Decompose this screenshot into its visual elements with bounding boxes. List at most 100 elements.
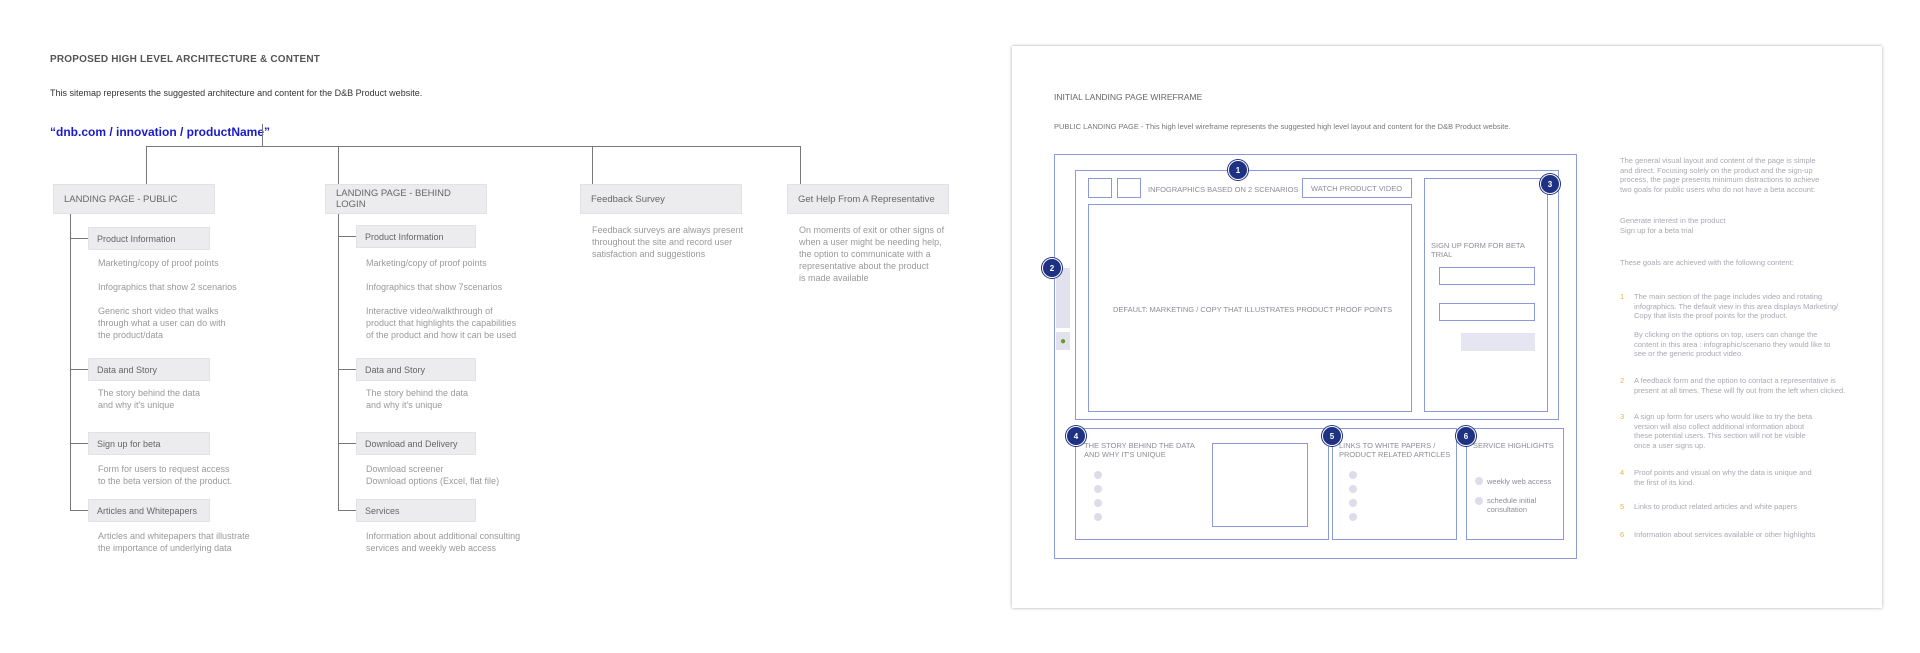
- node-product-information: Product Information: [88, 227, 210, 250]
- badge-6: 6: [1456, 426, 1476, 446]
- node-note: Feedback surveys are always present thro…: [592, 225, 744, 259]
- bullet-dot: [1349, 499, 1357, 507]
- representative-tab[interactable]: ●: [1056, 332, 1070, 350]
- service-item: weekly web access: [1487, 477, 1552, 486]
- bullet-dot: [1475, 497, 1483, 505]
- node-note: Marketing/copy of proof points: [366, 258, 487, 268]
- node-note: Interactive video/walkthrough of product…: [366, 306, 517, 340]
- connector: [146, 146, 800, 147]
- feedback-survey-node: Feedback Survey: [580, 184, 742, 214]
- page-frame: [1054, 154, 1577, 559]
- node-data-and-story: Data and Story: [356, 358, 476, 381]
- root-url: “dnb.com / innovation / productName”: [50, 125, 271, 139]
- node-note: Marketing/copy of proof points: [98, 258, 219, 268]
- goals: Generate interest in the product Sign up…: [1620, 216, 1726, 235]
- user-icon: ●: [1059, 335, 1067, 347]
- node-data-and-story: Data and Story: [88, 358, 210, 381]
- connector: [338, 443, 356, 444]
- connector: [70, 510, 88, 511]
- node-services: Services: [356, 499, 476, 522]
- node-note: On moments of exit or other signs of whe…: [799, 225, 945, 283]
- connector: [262, 124, 263, 146]
- connector: [70, 238, 88, 239]
- bullet-dot: [1094, 485, 1102, 493]
- scenario-button-1[interactable]: [1088, 178, 1112, 198]
- connector: [70, 369, 88, 370]
- badge-2: 2: [1042, 258, 1062, 278]
- feedback-tab[interactable]: [1056, 268, 1070, 328]
- get-help-node: Get Help From A Representative: [787, 184, 949, 214]
- point-text: Information about services available or …: [1634, 530, 1816, 539]
- connector: [146, 146, 147, 184]
- landing-behind-login-node: LANDING PAGE - BEHIND LOGIN: [325, 184, 487, 214]
- node-note: Articles and whitepapers that illustrate…: [98, 531, 250, 553]
- node-download-delivery: Download and Delivery: [356, 432, 476, 455]
- point-text: By clicking on the options on top, users…: [1634, 330, 1831, 358]
- point-text: The main section of the page includes vi…: [1634, 292, 1839, 320]
- point-number: 5: [1620, 502, 1625, 511]
- bullet-dot: [1094, 499, 1102, 507]
- bullet-dot: [1475, 477, 1483, 485]
- connector: [70, 443, 88, 444]
- watch-video-button[interactable]: WATCH PRODUCT VIDEO: [1302, 178, 1412, 198]
- point-text: A feedback form and the option to contac…: [1634, 376, 1846, 395]
- signup-input-1[interactable]: [1439, 267, 1535, 285]
- infographics-label: INFOGRAPHICS BASED ON 2 SCENARIOS: [1148, 185, 1299, 194]
- connector: [70, 214, 71, 510]
- node-note: Information about additional consulting …: [366, 531, 521, 553]
- node-note: Generic short video that walks through w…: [98, 306, 226, 340]
- main-content-area: DEFAULT: MARKETING / COPY THAT ILLUSTRAT…: [1088, 204, 1412, 412]
- links-section: LINKS TO WHITE PAPERS / PRODUCT RELATED …: [1332, 428, 1457, 540]
- watch-video-label: WATCH PRODUCT VIDEO: [1311, 184, 1403, 193]
- main-content-label: DEFAULT: MARKETING / COPY THAT ILLUSTRAT…: [1113, 305, 1393, 314]
- signup-label: SIGN UP FORM FOR BETA TRIAL: [1431, 241, 1525, 259]
- hero-section: [1075, 170, 1559, 420]
- connector: [338, 146, 339, 184]
- node-note: The story behind the data and why it's u…: [366, 388, 469, 410]
- connector: [338, 369, 356, 370]
- links-label: LINKS TO WHITE PAPERS / PRODUCT RELATED …: [1339, 441, 1451, 459]
- badge-4: 4: [1066, 426, 1086, 446]
- node-articles-whitepapers: Articles and Whitepapers: [88, 499, 210, 522]
- bullet-dot: [1094, 471, 1102, 479]
- bullet-dot: [1349, 471, 1357, 479]
- point-number: 4: [1620, 468, 1625, 477]
- node-note: Form for users to request access to the …: [98, 464, 233, 486]
- wireframe-subtitle: PUBLIC LANDING PAGE - This high level wi…: [1054, 122, 1511, 131]
- story-section: THE STORY BEHIND THE DATA AND WHY IT'S U…: [1075, 428, 1329, 540]
- wireframe-title: INITIAL LANDING PAGE WIREFRAME: [1054, 92, 1203, 102]
- node-note: The story behind the data and why it's u…: [98, 388, 201, 410]
- bullet-dot: [1094, 513, 1102, 521]
- node-note: Download screener Download options (Exce…: [366, 464, 500, 486]
- bullet-dot: [1349, 513, 1357, 521]
- scenario-button-2[interactable]: [1117, 178, 1141, 198]
- achieved: These goals are achieved with the follow…: [1620, 258, 1794, 267]
- sitemap-title: PROPOSED HIGH LEVEL ARCHITECTURE & CONTE…: [50, 54, 321, 65]
- service-section: SERVICE HIGHLIGHTS weekly web access sch…: [1466, 428, 1564, 540]
- landing-public-node: LANDING PAGE - PUBLIC: [53, 184, 215, 214]
- node-note: Infographics that show 7scenarios: [366, 282, 503, 292]
- node-sign-up-for-beta: Sign up for beta: [88, 432, 210, 455]
- bullet-dot: [1349, 485, 1357, 493]
- badge-5: 5: [1322, 426, 1342, 446]
- signup-submit-button[interactable]: [1461, 333, 1535, 351]
- signup-input-2[interactable]: [1439, 303, 1535, 321]
- node-note: Infographics that show 2 scenarios: [98, 282, 237, 292]
- point-text: Proof points and visual on why the data …: [1634, 468, 1812, 487]
- point-text: Links to product related articles and wh…: [1634, 502, 1798, 511]
- badge-3: 3: [1540, 174, 1560, 194]
- wireframe-panel: INITIAL LANDING PAGE WIREFRAME PUBLIC LA…: [1012, 46, 1882, 608]
- story-image-placeholder: [1212, 443, 1308, 527]
- point-number: 6: [1620, 530, 1625, 539]
- story-label: THE STORY BEHIND THE DATA AND WHY IT'S U…: [1084, 441, 1195, 459]
- point-number: 2: [1620, 376, 1625, 385]
- point-number: 1: [1620, 292, 1625, 301]
- point-number: 3: [1620, 412, 1625, 421]
- connector: [338, 214, 339, 510]
- connector: [338, 236, 356, 237]
- signup-section: SIGN UP FORM FOR BETA TRIAL: [1424, 178, 1548, 412]
- service-label: SERVICE HIGHLIGHTS: [1473, 441, 1554, 450]
- sitemap-intro: This sitemap represents the suggested ar…: [50, 88, 423, 98]
- connector: [592, 146, 593, 184]
- node-product-information: Product Information: [356, 225, 476, 248]
